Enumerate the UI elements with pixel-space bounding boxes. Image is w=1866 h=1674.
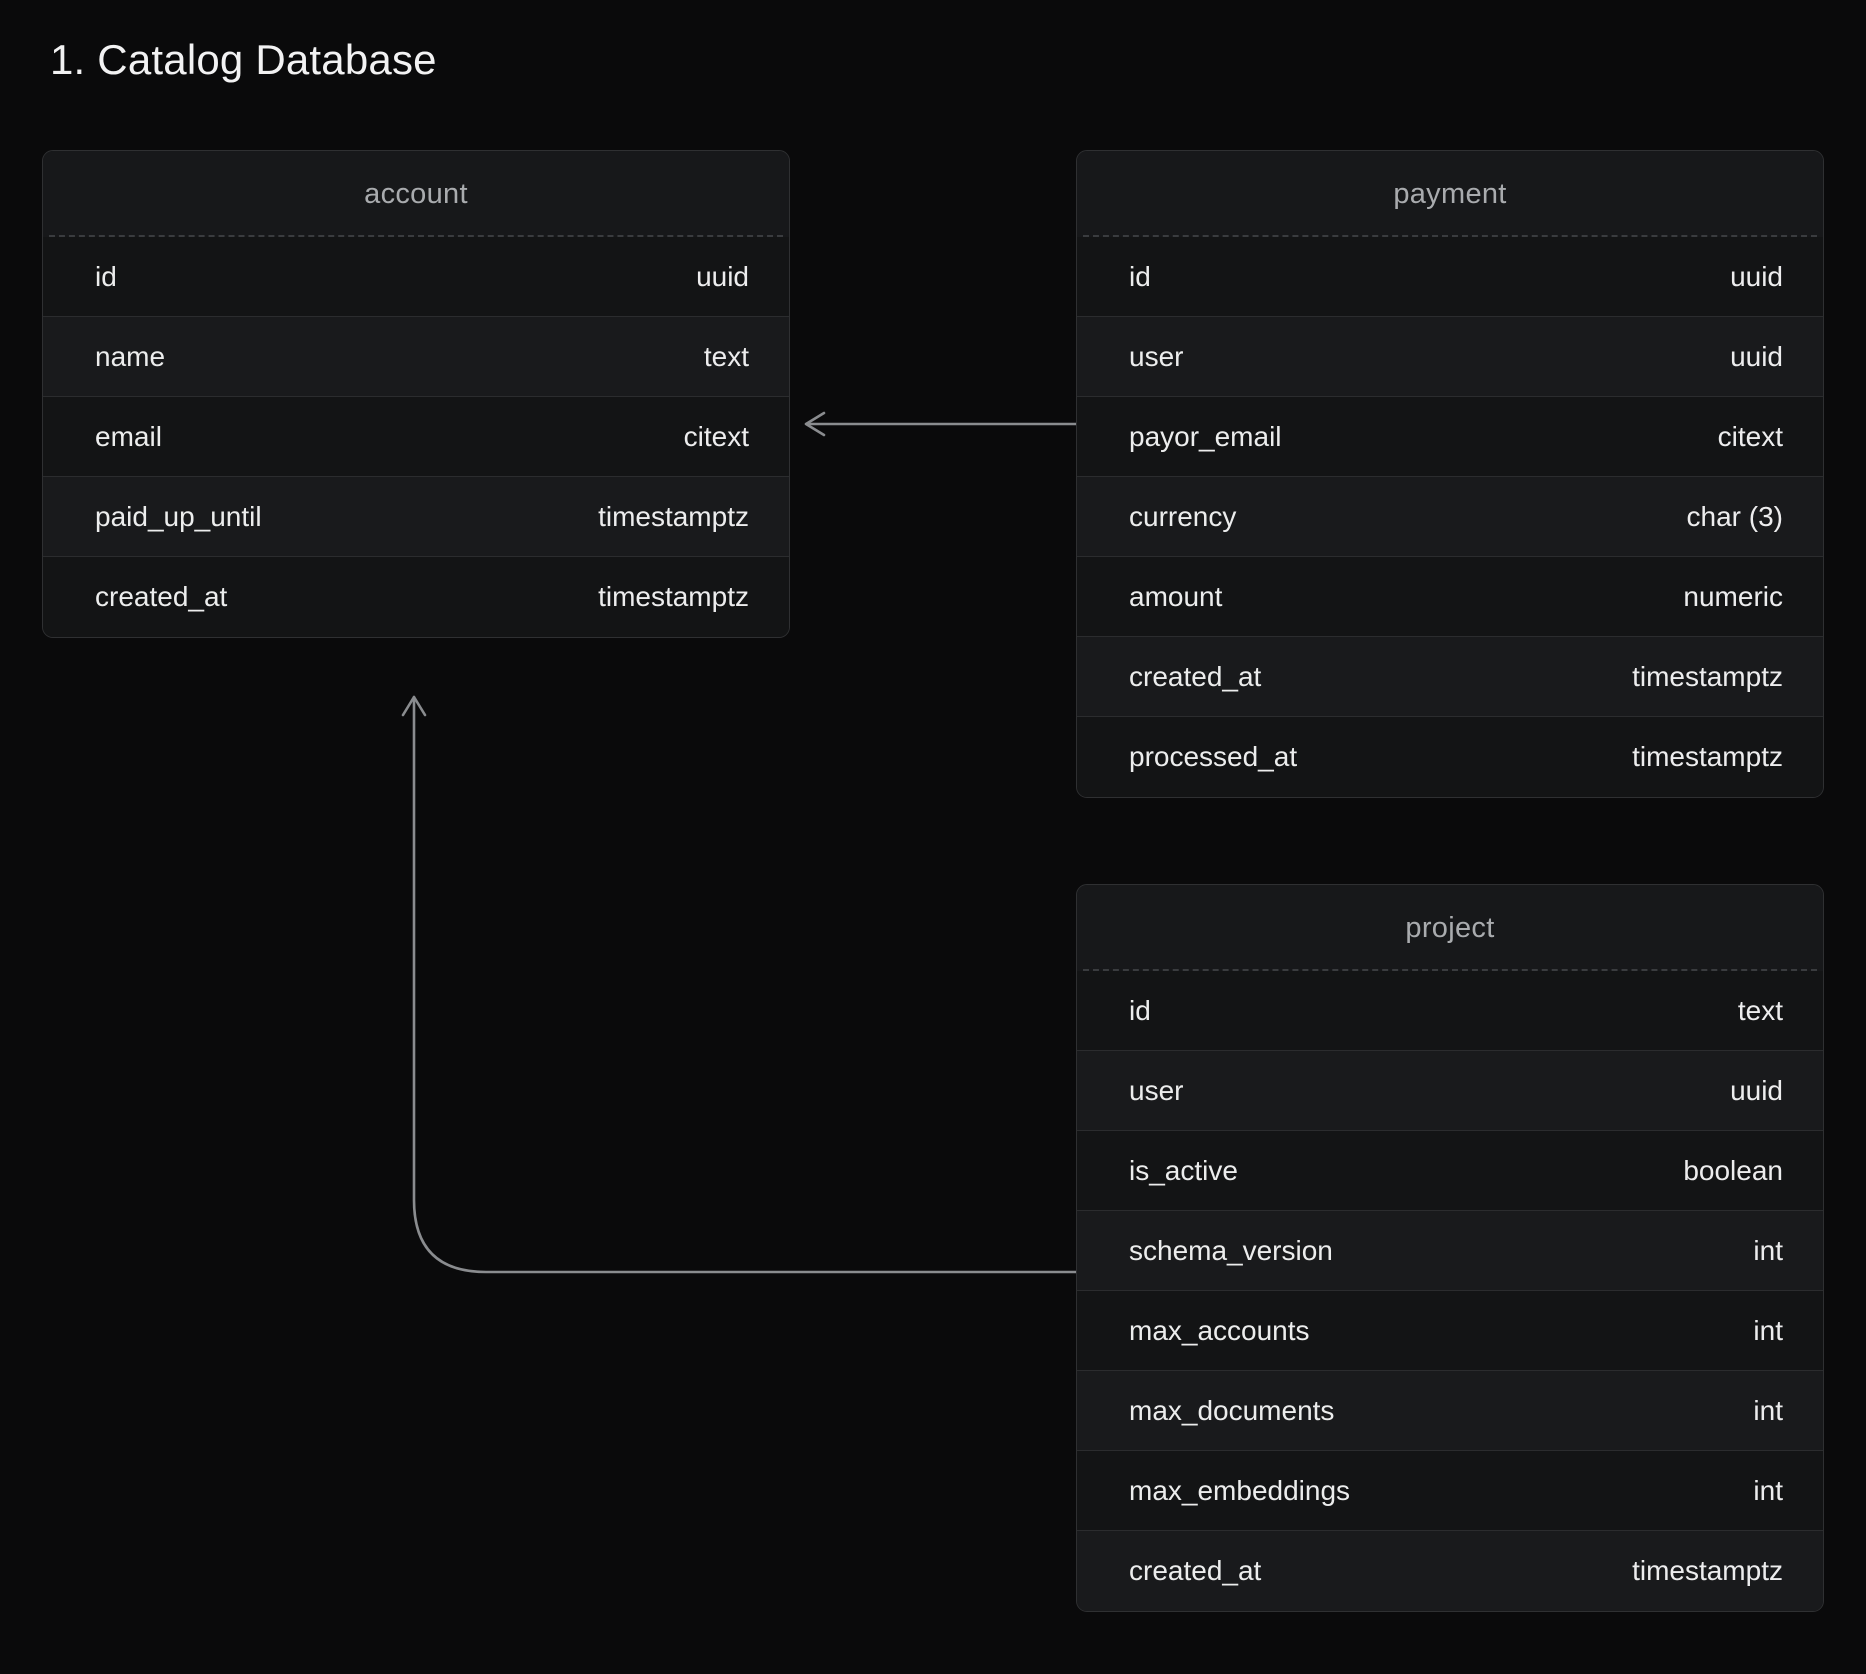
column-name: created_at <box>1129 1555 1262 1586</box>
erd-column-row[interactable]: amount numeric <box>1077 557 1823 637</box>
header-divider <box>1083 235 1817 237</box>
column-type: uuid <box>1730 260 1783 292</box>
page-title: 1. Catalog Database <box>50 36 437 83</box>
column-name: name <box>95 340 166 372</box>
erd-column-row[interactable]: user uuid <box>1077 317 1823 397</box>
column-name: is_active <box>1129 1154 1238 1186</box>
column-type: citext <box>1717 420 1783 452</box>
column-type: uuid <box>696 260 749 292</box>
column-name: payor_email <box>1129 420 1282 452</box>
erd-column-list: id text user uuid is_active boolean sche… <box>1077 971 1823 1611</box>
column-name: paid_up_until <box>95 500 262 532</box>
column-name: max_embeddings <box>1129 1474 1351 1506</box>
column-name: id <box>95 260 117 292</box>
erd-column-row[interactable]: created_at timestamptz <box>1077 637 1823 717</box>
erd-table-account[interactable]: account id uuid name text email citext p… <box>42 150 790 638</box>
erd-column-row[interactable]: created_at timestamptz <box>43 557 789 637</box>
erd-table-title: payment <box>1393 177 1507 210</box>
column-name: id <box>1129 260 1151 292</box>
column-type: text <box>1737 994 1783 1026</box>
connector-project-to-account <box>401 695 1076 1274</box>
column-type: int <box>1753 1474 1783 1506</box>
column-name: created_at <box>1129 660 1262 692</box>
erd-column-row[interactable]: id text <box>1077 971 1823 1051</box>
column-name: max_accounts <box>1129 1314 1310 1346</box>
erd-column-list: id uuid name text email citext paid_up_u… <box>43 237 789 637</box>
column-type: boolean <box>1683 1154 1783 1186</box>
erd-column-row[interactable]: created_at timestamptz <box>1077 1531 1823 1611</box>
header-divider <box>49 235 783 237</box>
erd-column-row[interactable]: id uuid <box>43 237 789 317</box>
column-type: text <box>703 340 749 372</box>
column-type: timestamptz <box>598 500 749 532</box>
column-type: uuid <box>1730 1074 1783 1106</box>
column-type: timestamptz <box>598 581 749 612</box>
column-name: processed_at <box>1129 741 1298 772</box>
erd-column-row[interactable]: max_documents int <box>1077 1371 1823 1451</box>
erd-column-row[interactable]: processed_at timestamptz <box>1077 717 1823 797</box>
erd-column-row[interactable]: is_active boolean <box>1077 1131 1823 1211</box>
column-name: user <box>1129 340 1184 372</box>
erd-column-row[interactable]: name text <box>43 317 789 397</box>
column-type: int <box>1753 1394 1783 1426</box>
column-type: int <box>1753 1314 1783 1346</box>
column-name: currency <box>1129 500 1237 532</box>
erd-column-list: id uuid user uuid payor_email citext cur… <box>1077 237 1823 797</box>
erd-column-row[interactable]: max_accounts int <box>1077 1291 1823 1371</box>
erd-table-title: account <box>364 177 468 210</box>
connector-payment-to-account <box>804 411 1076 437</box>
column-type: citext <box>683 420 749 452</box>
erd-column-row[interactable]: id uuid <box>1077 237 1823 317</box>
erd-table-payment[interactable]: payment id uuid user uuid payor_email ci… <box>1076 150 1824 798</box>
erd-table-header: project <box>1077 885 1823 971</box>
erd-table-header: payment <box>1077 151 1823 237</box>
column-name: max_documents <box>1129 1394 1335 1426</box>
erd-column-row[interactable]: schema_version int <box>1077 1211 1823 1291</box>
column-name: user <box>1129 1074 1184 1106</box>
column-type: timestamptz <box>1632 741 1783 772</box>
erd-table-project[interactable]: project id text user uuid is_active bool… <box>1076 884 1824 1612</box>
column-type: int <box>1753 1234 1783 1266</box>
erd-table-header: account <box>43 151 789 237</box>
column-name: id <box>1129 994 1151 1026</box>
erd-column-row[interactable]: user uuid <box>1077 1051 1823 1131</box>
column-type: timestamptz <box>1632 1555 1783 1586</box>
column-type: char (3) <box>1686 500 1783 532</box>
erd-column-row[interactable]: email citext <box>43 397 789 477</box>
header-divider <box>1083 969 1817 971</box>
column-type: timestamptz <box>1632 660 1783 692</box>
column-name: amount <box>1129 580 1223 612</box>
erd-column-row[interactable]: currency char (3) <box>1077 477 1823 557</box>
erd-column-row[interactable]: paid_up_until timestamptz <box>43 477 789 557</box>
column-name: schema_version <box>1129 1234 1333 1266</box>
erd-table-title: project <box>1405 911 1495 944</box>
column-name: created_at <box>95 581 228 612</box>
column-name: email <box>95 420 162 452</box>
erd-column-row[interactable]: payor_email citext <box>1077 397 1823 477</box>
column-type: uuid <box>1730 340 1783 372</box>
column-type: numeric <box>1683 580 1783 612</box>
erd-column-row[interactable]: max_embeddings int <box>1077 1451 1823 1531</box>
